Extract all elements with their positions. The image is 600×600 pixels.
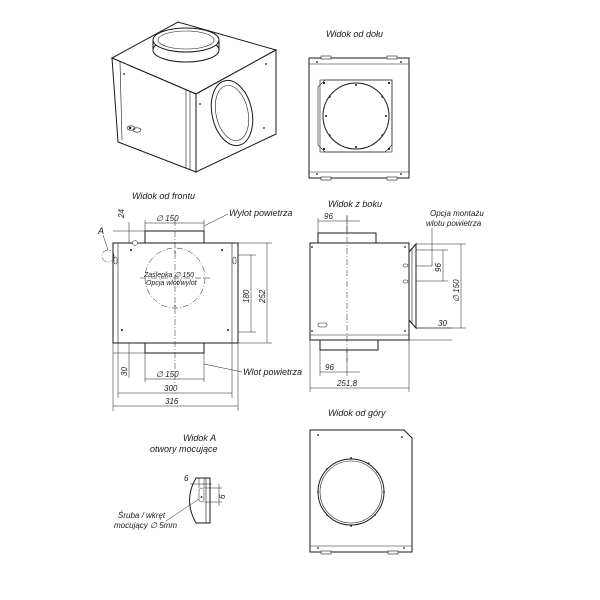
- dim-side-top-w: 96: [324, 212, 333, 221]
- side-view-title: Widok z boku: [328, 199, 382, 209]
- air-outlet-label: Wylot powietrza: [229, 208, 293, 218]
- front-view-body: [112, 242, 239, 344]
- detail-a-subtitle: otwory mocujące: [150, 444, 218, 454]
- detail-a-view: Widok A otwory mocujące 6 6 Śruba / wkrę…: [114, 433, 227, 530]
- air-inlet-label: Wlot powietrza: [243, 367, 302, 377]
- mount-option-label-1: Opcja montażu: [430, 209, 484, 218]
- dim-side-inlet-h: 96: [434, 263, 443, 272]
- side-view-bottom-collar: [319, 339, 379, 351]
- bottom-view: Widok od dołu: [308, 29, 410, 181]
- bottom-view-opening: [322, 82, 390, 150]
- dim-detail-w: 6: [184, 474, 189, 483]
- mount-option-label-2: wlotu powietrza: [426, 219, 482, 228]
- detail-marker-label: A: [97, 226, 104, 236]
- dim-side-inlet-dia: ∅ 150: [452, 279, 461, 302]
- screw-label-1: Śruba / wkręt: [118, 511, 166, 520]
- dim-front-top-offset: 24: [117, 209, 126, 219]
- bottom-view-title: Widok od dołu: [326, 29, 383, 39]
- top-view: Widok od góry: [309, 408, 413, 555]
- dim-side-inlet-off: 30: [438, 319, 447, 328]
- front-view-hole-a: [132, 240, 138, 246]
- dim-front-bottom-offset: 30: [120, 367, 129, 376]
- detail-a-marker-circle: [101, 249, 115, 263]
- dim-side-depth: 251,8: [336, 379, 358, 388]
- dim-front-inner-w: 300: [164, 384, 178, 393]
- top-view-opening: [317, 458, 385, 526]
- isometric-view: [110, 21, 278, 173]
- flap-label-1: Zaślepka ∅ 150: [143, 272, 194, 279]
- screw-label-2: mocujący ∅ 5mm: [114, 521, 177, 530]
- dim-side-bottom-w: 96: [325, 363, 334, 372]
- dim-front-bottom-dia: ∅ 150: [156, 370, 179, 379]
- side-view-inlet: [408, 242, 417, 330]
- front-view-bottom-collar: [144, 342, 205, 354]
- detail-a-title: Widok A: [183, 433, 216, 443]
- top-view-title: Widok od góry: [328, 408, 386, 418]
- side-view-cable-gland-icon: [317, 322, 328, 328]
- front-view: Widok od frontu Zaślepka ∅ 150 Opcja wlo…: [97, 191, 302, 411]
- flap-label-2: Opcja wlot/wylot: [146, 280, 198, 287]
- front-view-top-collar: [144, 230, 205, 244]
- dim-detail-h: 6: [218, 494, 227, 499]
- front-view-title: Widok od frontu: [132, 191, 195, 201]
- dim-front-inner-h: 180: [242, 289, 251, 303]
- side-view: Widok z boku 96 Opcja montażu wlotu powi…: [309, 199, 484, 392]
- dim-front-top-dia: ∅ 150: [156, 214, 179, 223]
- iso-side-opening: [210, 79, 254, 147]
- detail-a-slot: [198, 487, 205, 503]
- dim-front-w: 316: [165, 397, 179, 406]
- dim-front-h: 252: [258, 289, 267, 304]
